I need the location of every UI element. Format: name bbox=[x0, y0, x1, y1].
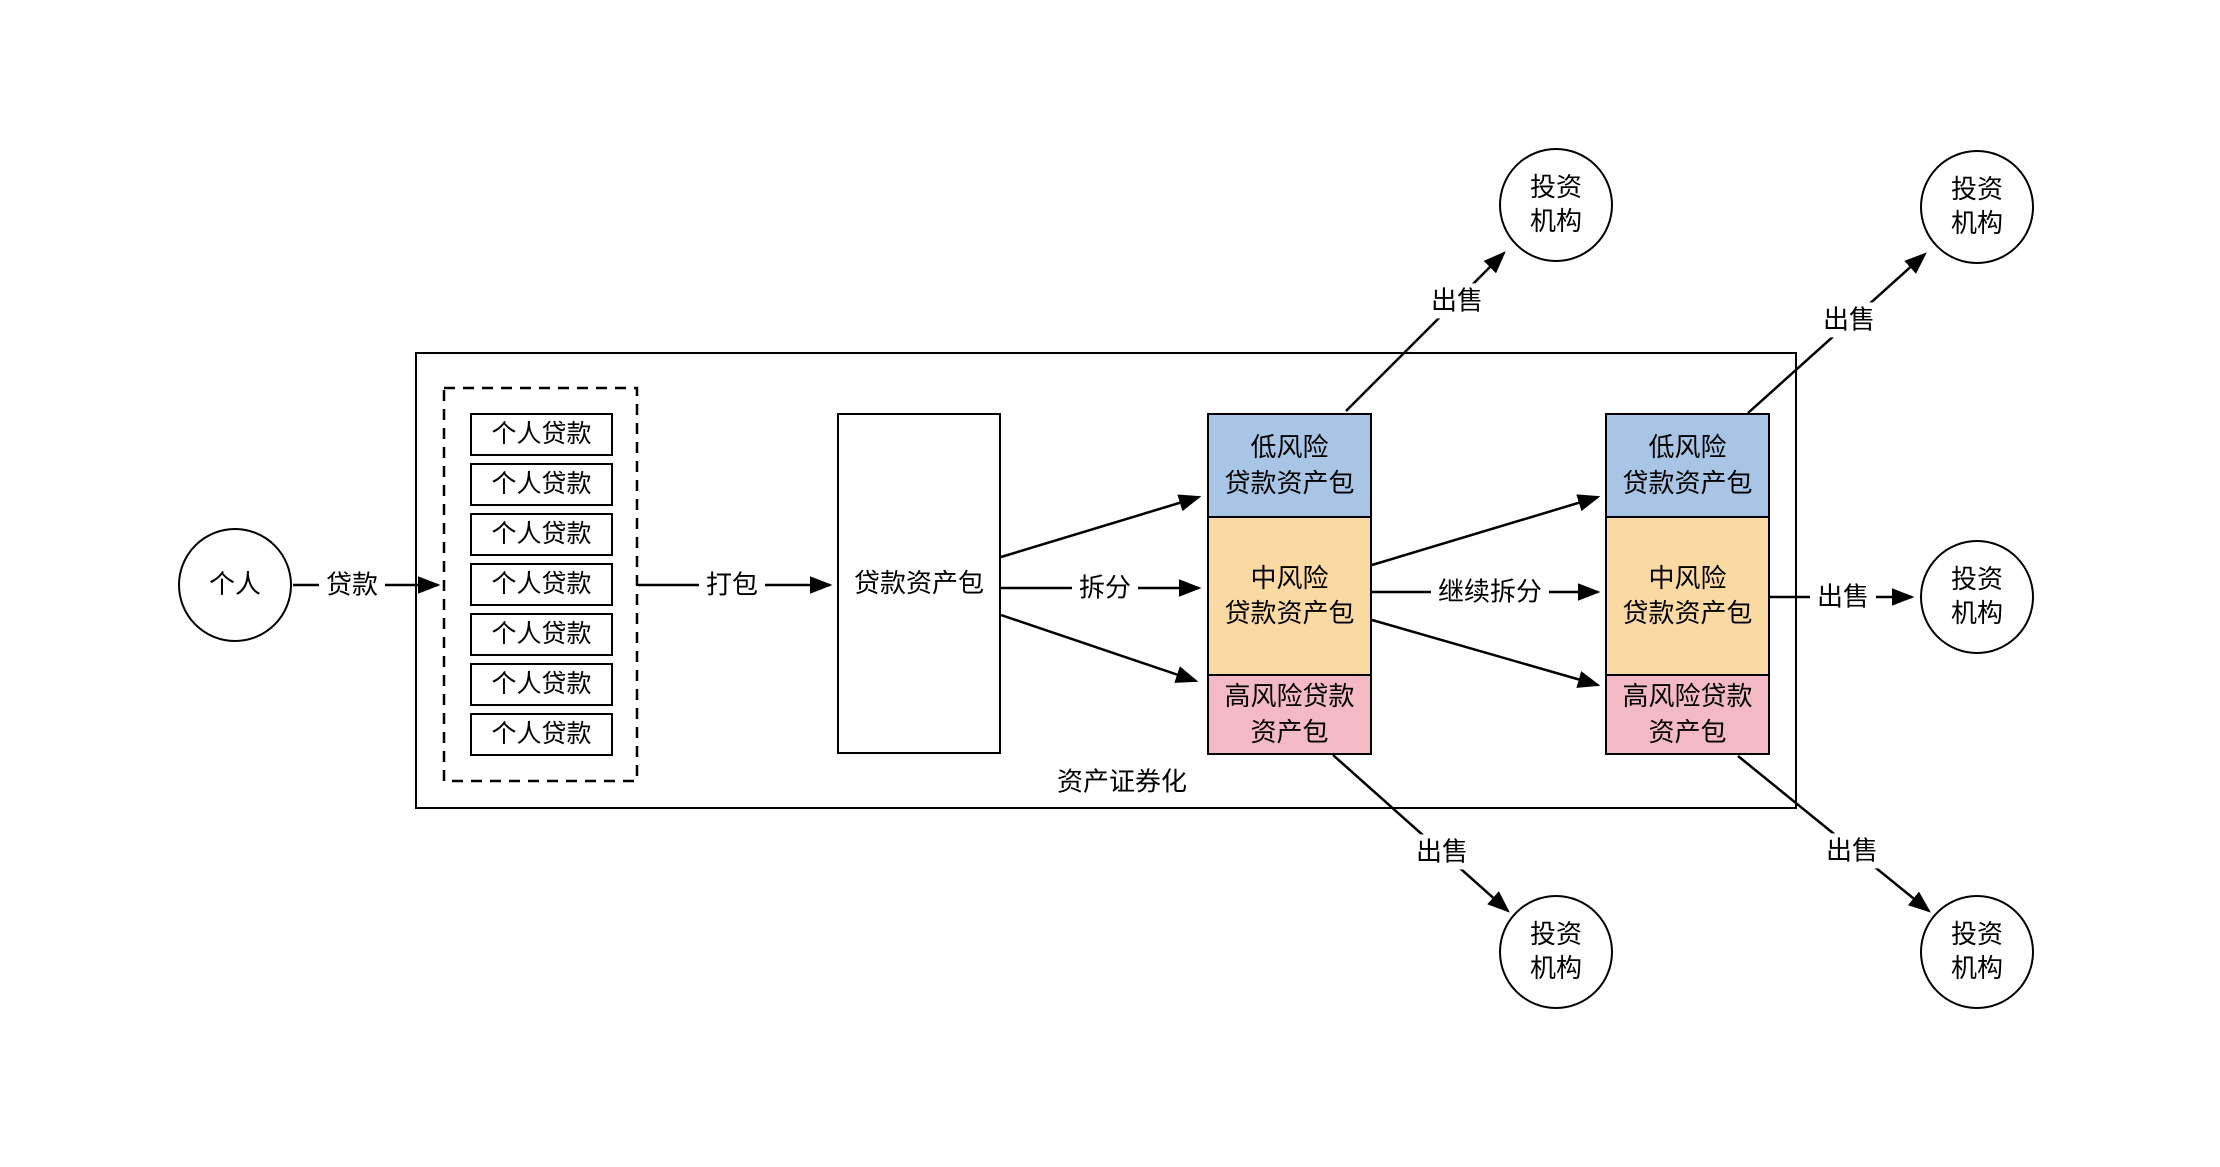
sell-label-bottom-middle: 出售 bbox=[1408, 834, 1476, 870]
loan-arrow-label: 贷款 bbox=[318, 567, 386, 603]
sell-label-top-right: 出售 bbox=[1815, 302, 1883, 338]
loan-package-box: 贷款资产包 bbox=[837, 413, 1001, 754]
personal-loan-box: 个人贷款 bbox=[470, 713, 613, 756]
securitization-caption: 资产证券化 bbox=[1056, 766, 1188, 797]
investor-circle-middle-right: 投资 机构 bbox=[1920, 540, 2034, 654]
pack-arrow-label: 打包 bbox=[698, 567, 766, 603]
personal-loan-box: 个人贷款 bbox=[470, 663, 613, 706]
investor-circle-bottom-right: 投资 机构 bbox=[1920, 895, 2034, 1009]
stack2-mid-risk-box: 中风险 贷款资产包 bbox=[1605, 516, 1770, 676]
stack2-high-risk-box: 高风险贷款 资产包 bbox=[1605, 674, 1770, 755]
investor-circle-top-right: 投资 机构 bbox=[1920, 150, 2034, 264]
investor-circle-top-left: 投资 机构 bbox=[1499, 148, 1613, 262]
personal-loan-box: 个人贷款 bbox=[470, 413, 613, 456]
stack1-high-risk-box: 高风险贷款 资产包 bbox=[1207, 674, 1372, 755]
stack2-low-risk-box: 低风险 贷款资产包 bbox=[1605, 413, 1770, 518]
split-arrow-label: 拆分 bbox=[1071, 570, 1139, 606]
sell-label-middle-right: 出售 bbox=[1809, 579, 1877, 615]
continue-split-arrow-label: 继续拆分 bbox=[1430, 574, 1550, 610]
stack1-mid-risk-box: 中风险 贷款资产包 bbox=[1207, 516, 1372, 676]
sell-label-top-left: 出售 bbox=[1423, 283, 1491, 319]
personal-loan-box: 个人贷款 bbox=[470, 563, 613, 606]
sell-label-bottom-right: 出售 bbox=[1818, 833, 1886, 869]
personal-loan-box: 个人贷款 bbox=[470, 613, 613, 656]
person-circle: 个人 bbox=[178, 528, 292, 642]
stack1-low-risk-box: 低风险 贷款资产包 bbox=[1207, 413, 1372, 518]
personal-loan-box: 个人贷款 bbox=[470, 463, 613, 506]
investor-circle-bottom-middle: 投资 机构 bbox=[1499, 895, 1613, 1009]
personal-loan-box: 个人贷款 bbox=[470, 513, 613, 556]
